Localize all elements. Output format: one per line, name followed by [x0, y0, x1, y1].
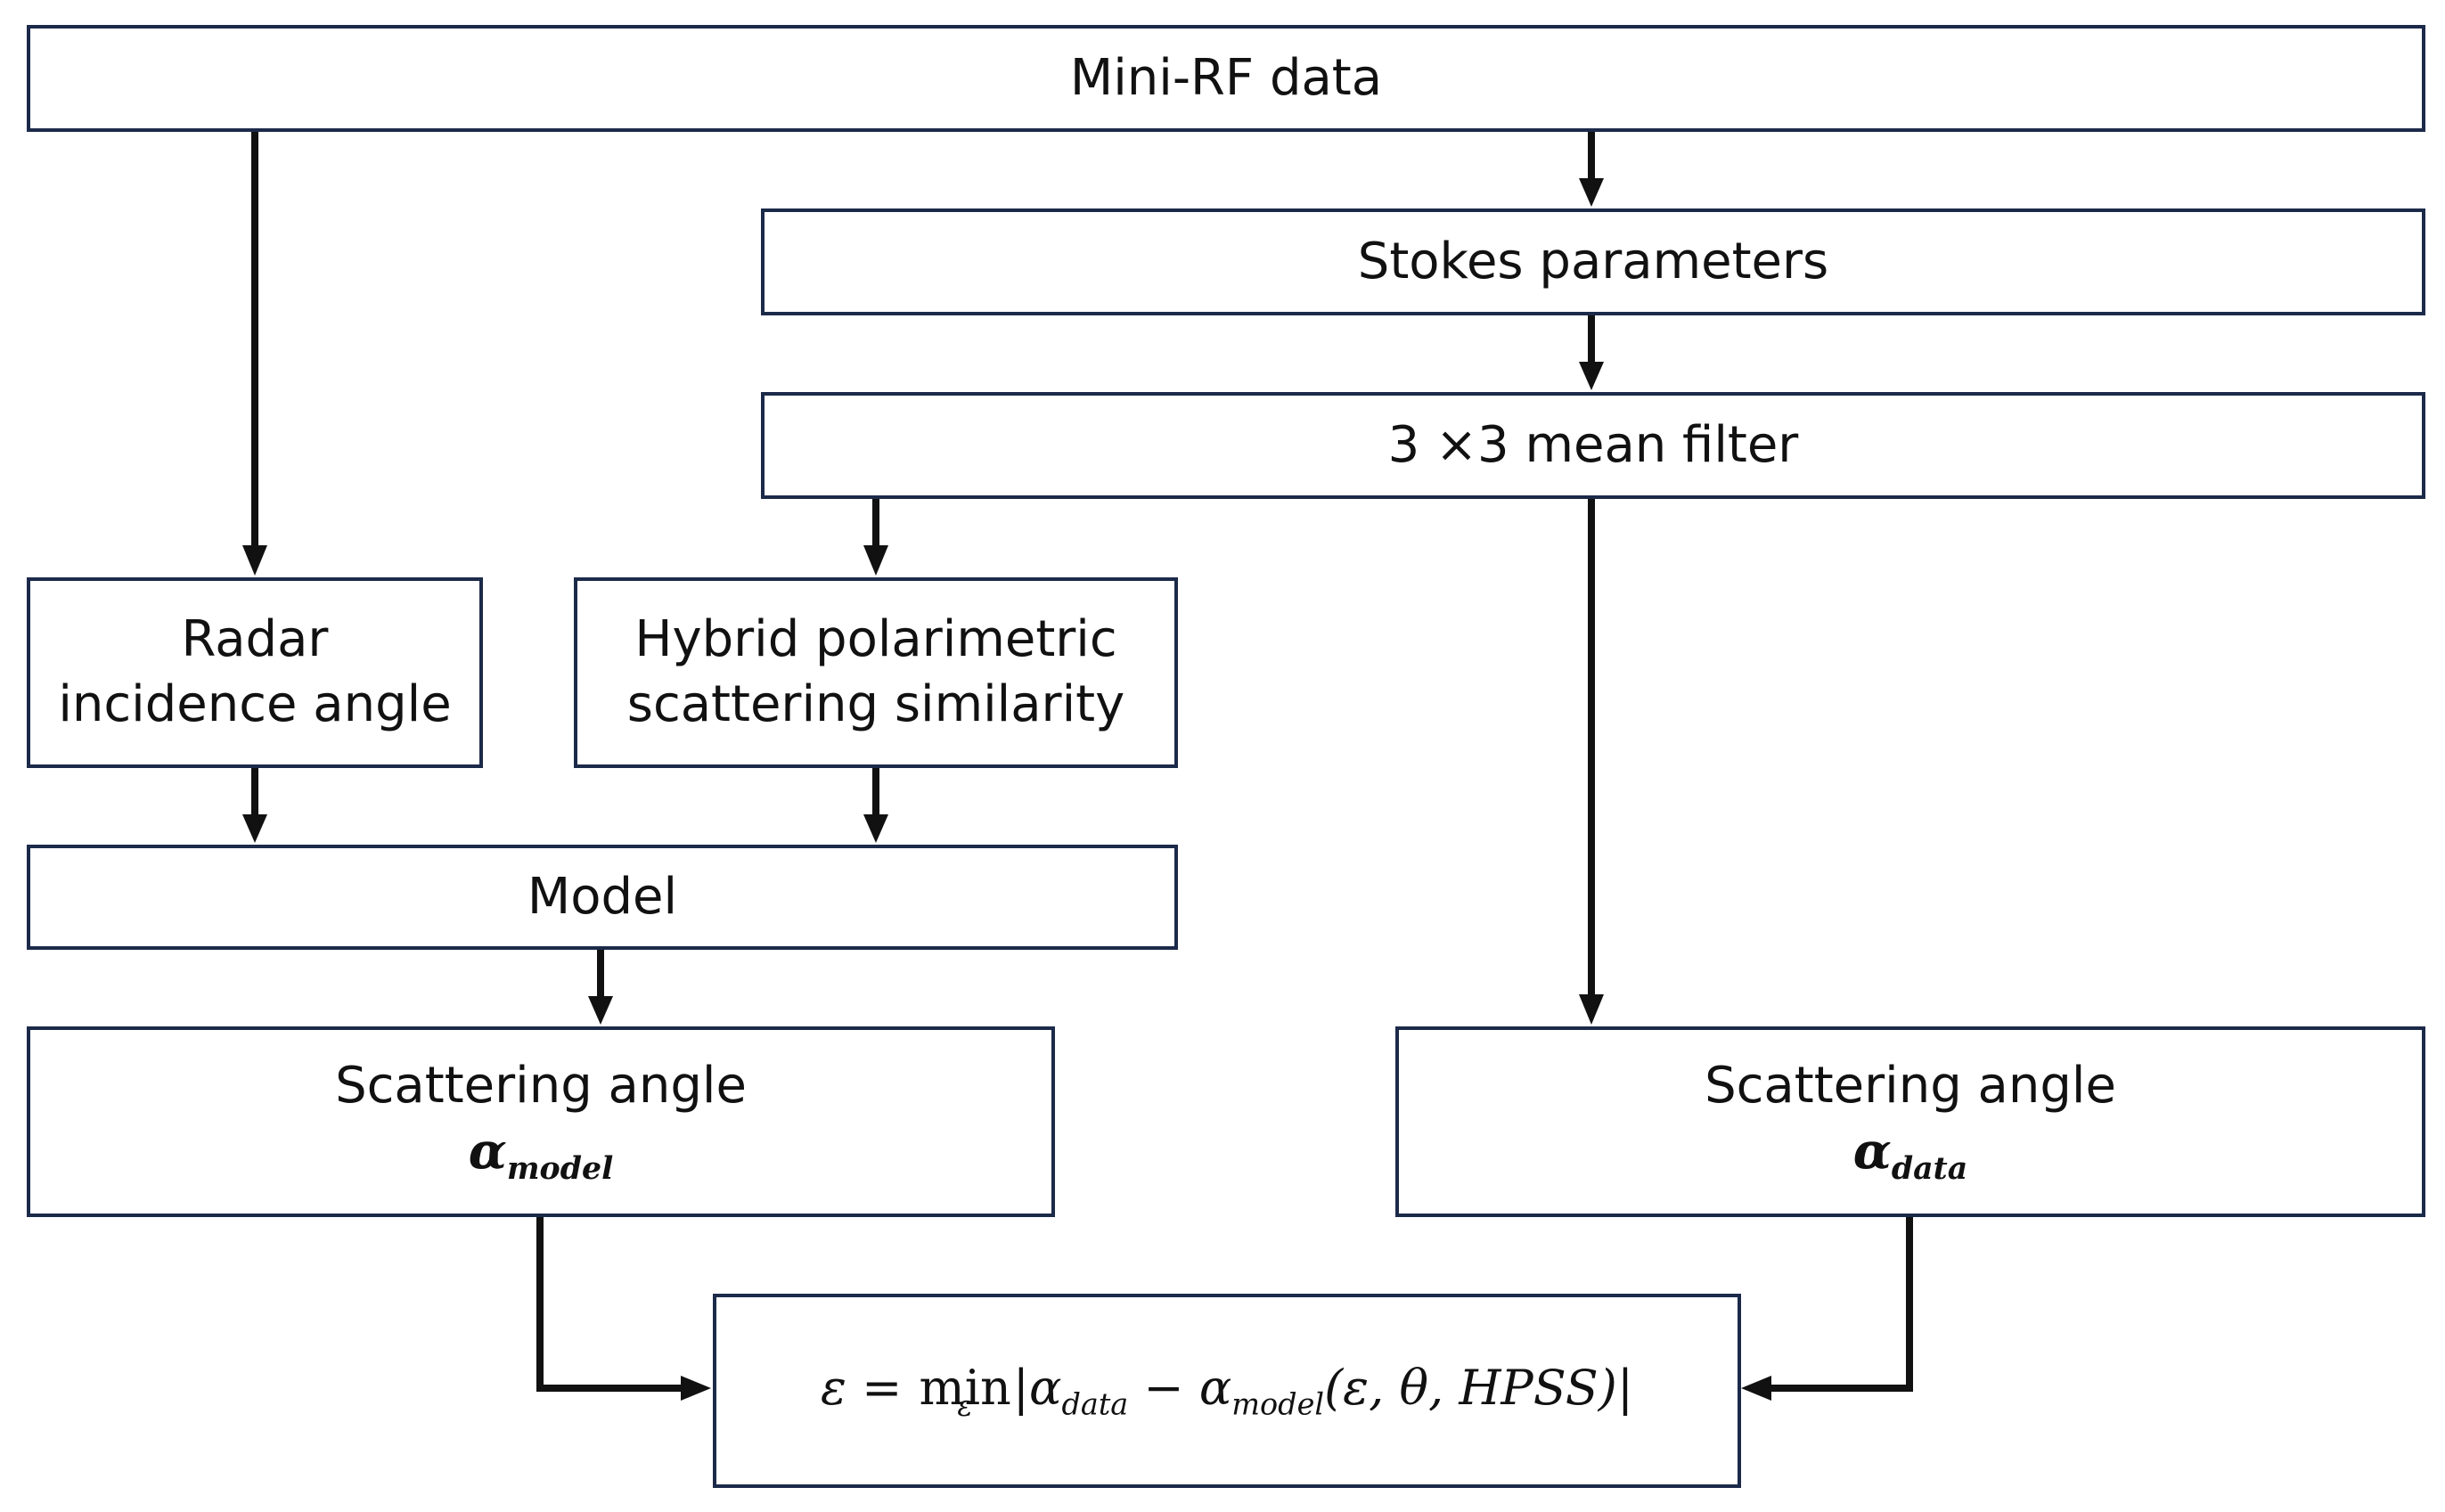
- model-box: Model: [27, 845, 1178, 950]
- eq-alpha-model: α: [1198, 1360, 1232, 1417]
- arrow-scat-data-to-equation: [1771, 1217, 1913, 1392]
- hybrid-label-line2: scattering similarity: [626, 675, 1125, 733]
- mean-filter-label: 3 ×3 mean filter: [1387, 415, 1799, 474]
- stokes-parameters-box: Stokes parameters: [761, 208, 2425, 315]
- scattering-angle-data-box: Scattering angle αdata: [1395, 1026, 2425, 1217]
- scattering-angle-model-title: Scattering angle: [335, 1057, 747, 1116]
- mean-filter-box: 3 ×3 mean filter: [761, 392, 2425, 499]
- arrow-scat-model-to-equation: [536, 1217, 681, 1392]
- alpha-model-symbol: αmodel: [468, 1122, 614, 1188]
- eq-args: (ε, θ, HPSS): [1324, 1360, 1617, 1417]
- eq-bar-close: |: [1616, 1360, 1634, 1417]
- scattering-angle-model-box: Scattering angle αmodel: [27, 1026, 1055, 1217]
- radar-label-line1: Radar: [181, 610, 329, 669]
- eq-lhs: ε =: [820, 1360, 918, 1417]
- eq-alpha-data: α: [1028, 1360, 1062, 1417]
- alpha-data-symbol: αdata: [1852, 1122, 1968, 1188]
- model-label: Model: [527, 867, 678, 926]
- scattering-angle-data-title: Scattering angle: [1705, 1057, 2116, 1116]
- stokes-parameters-label: Stokes parameters: [1357, 232, 1829, 290]
- eq-minus: −: [1128, 1360, 1199, 1417]
- eq-bar-open: |: [1012, 1360, 1029, 1417]
- hybrid-polarimetric-box: Hybrid polarimetric scattering similarit…: [574, 577, 1178, 768]
- hybrid-label-line1: Hybrid polarimetric: [634, 610, 1117, 669]
- mini-rf-data-label: Mini-RF data: [1069, 48, 1383, 107]
- eq-sub-data: data: [1061, 1387, 1129, 1423]
- radar-incidence-angle-box: Radar incidence angle: [27, 577, 483, 768]
- radar-label-line2: incidence angle: [58, 675, 452, 733]
- eq-sub-model: model: [1231, 1387, 1325, 1423]
- mini-rf-data-box: Mini-RF data: [27, 25, 2425, 132]
